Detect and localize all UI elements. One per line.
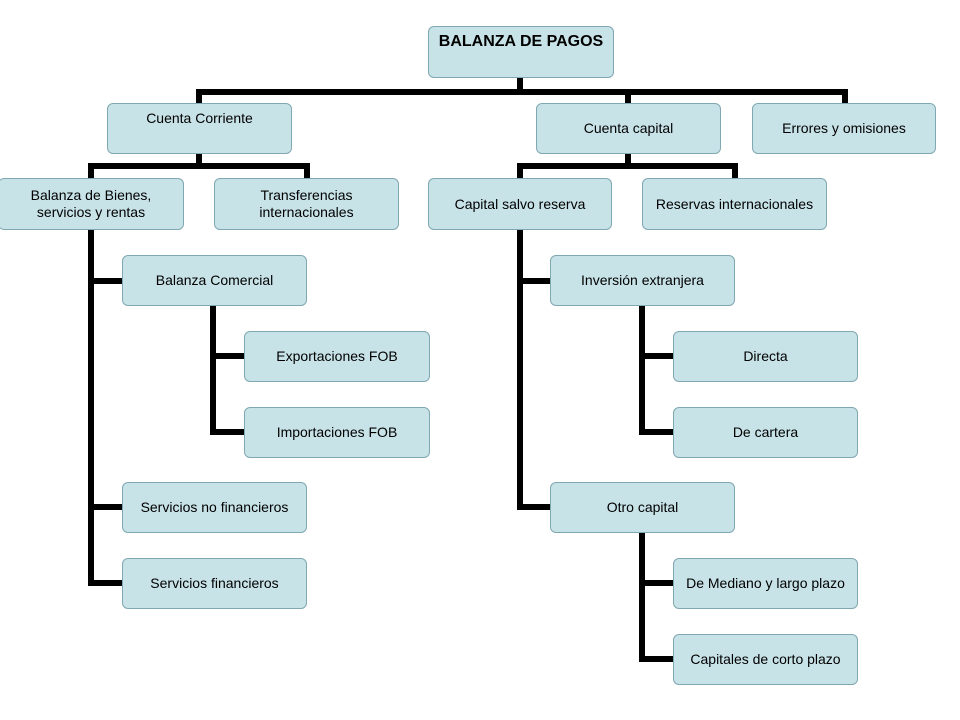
node-label: Directa bbox=[743, 348, 788, 364]
node-label: De Mediano y largo plazo bbox=[686, 575, 845, 591]
node-mediano-y-largo-plazo: De Mediano y largo plazo bbox=[673, 558, 858, 609]
node-label: Otro capital bbox=[606, 499, 679, 515]
node-capitales-de-corto-plazo: Capitales de corto plazo bbox=[673, 634, 858, 685]
node-exportaciones-fob: Exportaciones FOB bbox=[244, 331, 430, 382]
node-cuenta-corriente: Cuenta Corriente bbox=[107, 103, 292, 154]
node-label: Servicios financieros bbox=[150, 575, 279, 591]
node-de-cartera: De cartera bbox=[673, 407, 858, 458]
node-label: Errores y omisiones bbox=[782, 120, 906, 136]
node-label: Cuenta capital bbox=[583, 120, 674, 136]
node-cuenta-capital: Cuenta capital bbox=[536, 103, 721, 154]
node-label: De cartera bbox=[732, 424, 799, 440]
node-directa: Directa bbox=[673, 331, 858, 382]
node-label: Capital salvo reserva bbox=[454, 195, 586, 212]
node-label: Capitales de corto plazo bbox=[690, 651, 841, 667]
node-label: BALANZA DE PAGOS bbox=[438, 33, 604, 50]
node-label: Inversión extranjera bbox=[581, 272, 704, 288]
node-label: Cuenta Corriente bbox=[146, 110, 253, 126]
node-balanza-de-bienes: Balanza de Bienes, servicios y rentas bbox=[0, 178, 184, 230]
node-importaciones-fob: Importaciones FOB bbox=[244, 407, 430, 458]
node-label: Servicios no financieros bbox=[140, 499, 289, 515]
node-balanza-comercial: Balanza Comercial bbox=[122, 255, 307, 306]
node-servicios-no-financieros: Servicios no financieros bbox=[122, 482, 307, 533]
node-label: Transferencias internacionales bbox=[259, 187, 354, 220]
node-label: Balanza Comercial bbox=[155, 272, 274, 288]
node-errores-y-omisiones: Errores y omisiones bbox=[752, 103, 936, 154]
node-transferencias-internacionales: Transferencias internacionales bbox=[214, 178, 399, 230]
node-label: Importaciones FOB bbox=[276, 424, 398, 440]
node-capital-salvo-reserva: Capital salvo reserva bbox=[428, 178, 612, 230]
node-reservas-internacionales: Reservas internacionales bbox=[642, 178, 827, 230]
node-label: Exportaciones FOB bbox=[276, 348, 398, 364]
node-balanza-de-pagos: BALANZA DE PAGOS bbox=[428, 26, 614, 78]
node-label: Reservas internacionales bbox=[655, 195, 814, 212]
node-inversion-extranjera: Inversión extranjera bbox=[550, 255, 735, 306]
node-otro-capital: Otro capital bbox=[550, 482, 735, 533]
node-label: Balanza de Bienes, servicios y rentas bbox=[30, 187, 152, 220]
node-servicios-financieros: Servicios financieros bbox=[122, 558, 307, 609]
